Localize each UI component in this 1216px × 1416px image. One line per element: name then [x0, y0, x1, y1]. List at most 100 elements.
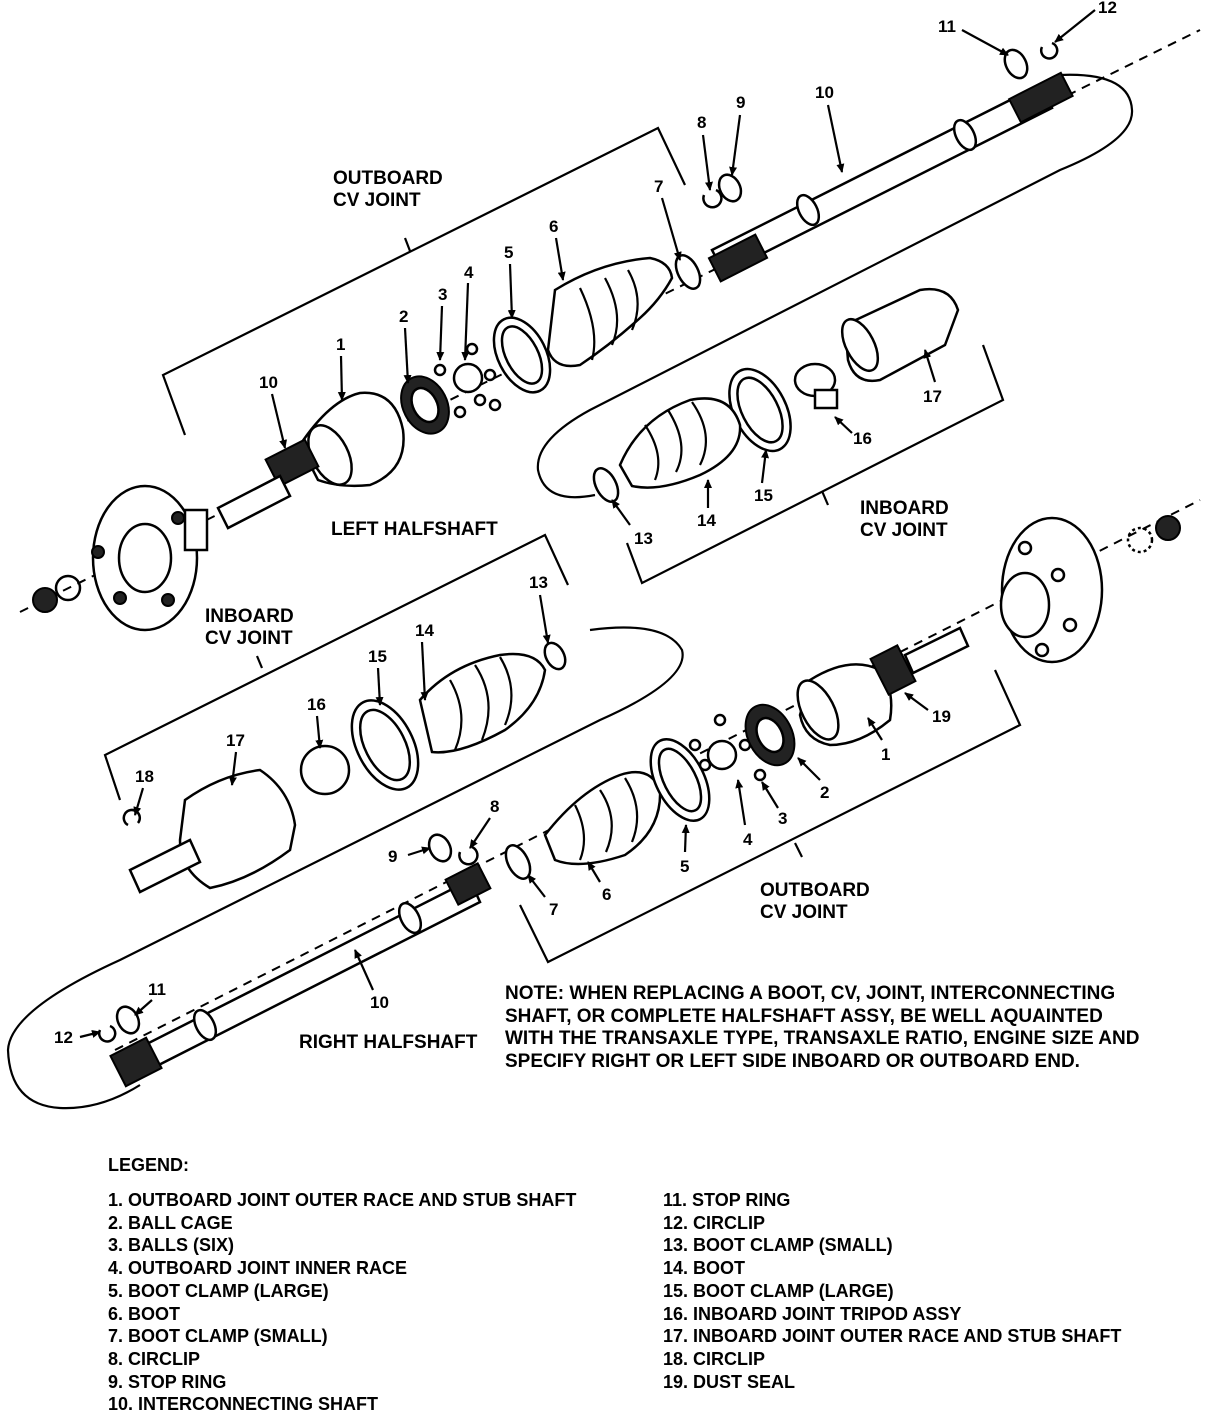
- callout: 14: [415, 621, 434, 701]
- legend-item: 14. BOOT: [663, 1258, 746, 1279]
- svg-text:15: 15: [754, 486, 773, 505]
- callout: 13: [529, 573, 551, 644]
- legend-item: 12. CIRCLIP: [663, 1212, 766, 1233]
- callout: 12: [1054, 0, 1117, 43]
- callout: 2: [399, 307, 412, 384]
- legend-item: 2. BALL CAGE: [108, 1212, 233, 1233]
- legend-item: 13. BOOT CLAMP (SMALL): [663, 1235, 893, 1256]
- svg-text:4: 4: [464, 263, 474, 282]
- right-callouts: 13 14 15 16 17 18 19 1 2 3 4 5 6 7 8 9 1…: [54, 573, 951, 1047]
- legend-item: 16. INBOARD JOINT TRIPOD ASSY: [663, 1303, 962, 1324]
- note-line: SHAFT, OR COMPLETE HALFSHAFT ASSY, BE WE…: [505, 1005, 1103, 1027]
- callout: 6: [549, 217, 566, 281]
- svg-text:10: 10: [259, 373, 278, 392]
- svg-text:17: 17: [923, 387, 942, 406]
- callout: 9: [729, 93, 745, 176]
- svg-text:8: 8: [490, 797, 499, 816]
- mid-inboard-label: INBOARD CV JOINT: [205, 606, 299, 649]
- svg-text:9: 9: [736, 93, 745, 112]
- svg-text:14: 14: [697, 511, 716, 530]
- callout: 3: [761, 781, 787, 828]
- callout: 15: [368, 647, 387, 706]
- callout: 11: [938, 17, 1009, 56]
- callout: 1: [336, 335, 346, 401]
- callout: 1: [867, 717, 890, 764]
- callout: 8: [469, 797, 499, 849]
- legend-item: 8. CIRCLIP: [108, 1348, 201, 1369]
- legend-item: 6. BOOT: [108, 1303, 181, 1324]
- callout: 16: [834, 416, 872, 448]
- callout: 3: [436, 285, 447, 361]
- callout: 10: [259, 373, 288, 449]
- svg-text:4: 4: [743, 830, 753, 849]
- callout: 4: [461, 263, 474, 361]
- legend-item: 11. STOP RING: [663, 1190, 791, 1210]
- callout: 6: [587, 861, 611, 904]
- callout: 17: [923, 349, 942, 406]
- bottom-outboard-label: OUTBOARD CV JOINT: [760, 880, 875, 923]
- svg-text:2: 2: [399, 307, 408, 326]
- svg-text:9: 9: [388, 847, 397, 866]
- callout: 9: [388, 846, 431, 866]
- callout: 2: [797, 757, 829, 802]
- legend-item: 4. OUTBOARD JOINT INNER RACE: [108, 1258, 408, 1279]
- svg-text:6: 6: [602, 885, 611, 904]
- svg-text:17: 17: [226, 731, 245, 750]
- callout: 19: [904, 692, 951, 726]
- callout: 13: [611, 499, 653, 548]
- top-inboard-label: INBOARD CV JOINT: [860, 498, 954, 541]
- svg-text:3: 3: [438, 285, 447, 304]
- top-outboard-boot: [546, 256, 674, 368]
- callout: 10: [353, 949, 389, 1012]
- top-outboard-bracket: [161, 126, 686, 436]
- callout: 4: [735, 779, 753, 849]
- callout: 7: [527, 874, 558, 919]
- legend-item: 7. BOOT CLAMP (SMALL): [108, 1326, 328, 1347]
- top-shaft-outline: [536, 73, 1134, 499]
- right-halfshaft-label: RIGHT HALFSHAFT: [299, 1032, 478, 1053]
- top-outboard-label: OUTBOARD CV JOINT: [333, 168, 448, 211]
- note-line: NOTE: WHEN REPLACING A BOOT, CV, JOINT, …: [505, 983, 1116, 1004]
- legend-item: 5. BOOT CLAMP (LARGE): [108, 1280, 329, 1301]
- legend-item: 19. DUST SEAL: [663, 1371, 796, 1392]
- callout: 18: [133, 767, 154, 816]
- callout: 5: [504, 243, 516, 319]
- legend-right-column: 11. STOP RING 12. CIRCLIP 13. BOOT CLAMP…: [663, 1189, 1121, 1393]
- note-line: WITH THE TRANSAXLE TYPE, TRANSAXLE RATIO…: [505, 1028, 1140, 1049]
- left-halfshaft-label: LEFT HALFSHAFT: [331, 519, 498, 540]
- callout: 15: [754, 449, 773, 505]
- legend-item: 1. OUTBOARD JOINT OUTER RACE AND STUB SH…: [108, 1190, 577, 1210]
- svg-text:13: 13: [634, 529, 653, 548]
- svg-text:6: 6: [549, 217, 558, 236]
- svg-text:11: 11: [148, 980, 166, 999]
- svg-text:12: 12: [1098, 0, 1117, 17]
- legend-title: LEGEND:: [108, 1155, 189, 1175]
- svg-text:8: 8: [697, 113, 706, 132]
- mid-inboard-outer-race: [178, 768, 297, 890]
- svg-text:7: 7: [549, 900, 558, 919]
- left-callouts: 11 12 8 9 10 7 6 5 4 3 2 1 10 17 16 15 1…: [259, 0, 1117, 548]
- svg-text:19: 19: [932, 707, 951, 726]
- callout: 16: [307, 695, 326, 749]
- svg-text:10: 10: [815, 83, 834, 102]
- svg-text:1: 1: [881, 745, 890, 764]
- callout: 7: [654, 177, 682, 261]
- legend-item: 17. INBOARD JOINT OUTER RACE AND STUB SH…: [663, 1326, 1122, 1347]
- svg-text:15: 15: [368, 647, 387, 666]
- group-labels: OUTBOARD CV JOINT INBOARD CV JOINT LEFT …: [205, 168, 954, 1053]
- mid-inboard-bracket: [103, 533, 569, 801]
- svg-text:5: 5: [680, 857, 689, 876]
- svg-text:14: 14: [415, 621, 434, 640]
- legend-item: 18. CIRCLIP: [663, 1348, 766, 1369]
- svg-text:2: 2: [820, 783, 829, 802]
- legend-left-column: 1. OUTBOARD JOINT OUTER RACE AND STUB SH…: [108, 1189, 576, 1416]
- callout: 12: [54, 1028, 101, 1047]
- replacement-note: NOTE: WHEN REPLACING A BOOT, CV, JOINT, …: [505, 983, 1205, 1073]
- svg-text:18: 18: [135, 767, 154, 786]
- svg-text:1: 1: [336, 335, 345, 354]
- svg-text:7: 7: [654, 177, 663, 196]
- svg-text:16: 16: [853, 429, 872, 448]
- bottom-outboard-boot: [543, 770, 662, 866]
- halfshaft-exploded-diagram: OUTBOARD CV JOINT INBOARD CV JOINT LEFT …: [6, 0, 1201, 1110]
- top-interconnecting-shaft: [710, 83, 1054, 275]
